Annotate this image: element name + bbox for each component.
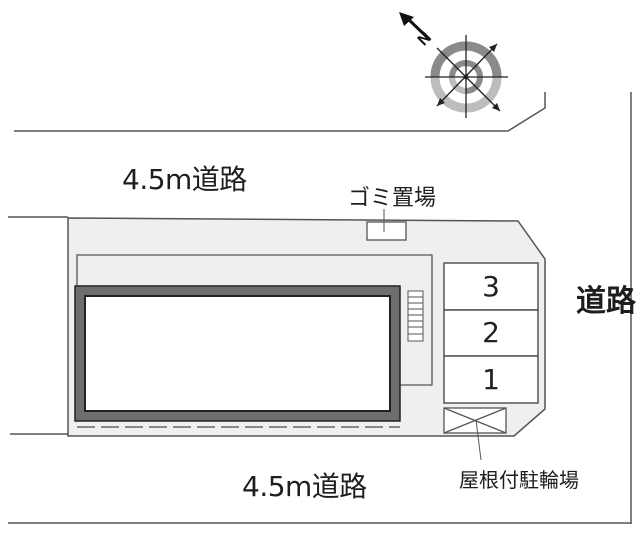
top-road-lines bbox=[8, 92, 546, 218]
bike-parking-box bbox=[443, 407, 507, 434]
garbage-area-label: ゴミ置場 bbox=[348, 186, 437, 211]
north-arrow-icon: N bbox=[399, 12, 435, 49]
bottom-road-lines bbox=[8, 433, 631, 524]
compass-icon bbox=[425, 35, 508, 118]
bike-leader-line bbox=[475, 419, 482, 461]
parking-space-2[interactable]: 2 bbox=[482, 316, 500, 349]
top-road-label: 4.5m道路 bbox=[122, 163, 247, 196]
parking-space-3[interactable]: 3 bbox=[482, 270, 500, 303]
svg-text:N: N bbox=[415, 29, 435, 49]
stairs-icon bbox=[407, 290, 424, 342]
building-interior bbox=[84, 295, 391, 412]
right-road-label: 道路 bbox=[576, 284, 636, 319]
garbage-area-box bbox=[366, 221, 407, 241]
bike-parking-label: 屋根付駐輪場 bbox=[459, 468, 579, 492]
parking-spaces bbox=[443, 262, 539, 404]
bottom-road-label: 4.5m道路 bbox=[242, 470, 367, 503]
parking-space-1[interactable]: 1 bbox=[482, 363, 500, 396]
